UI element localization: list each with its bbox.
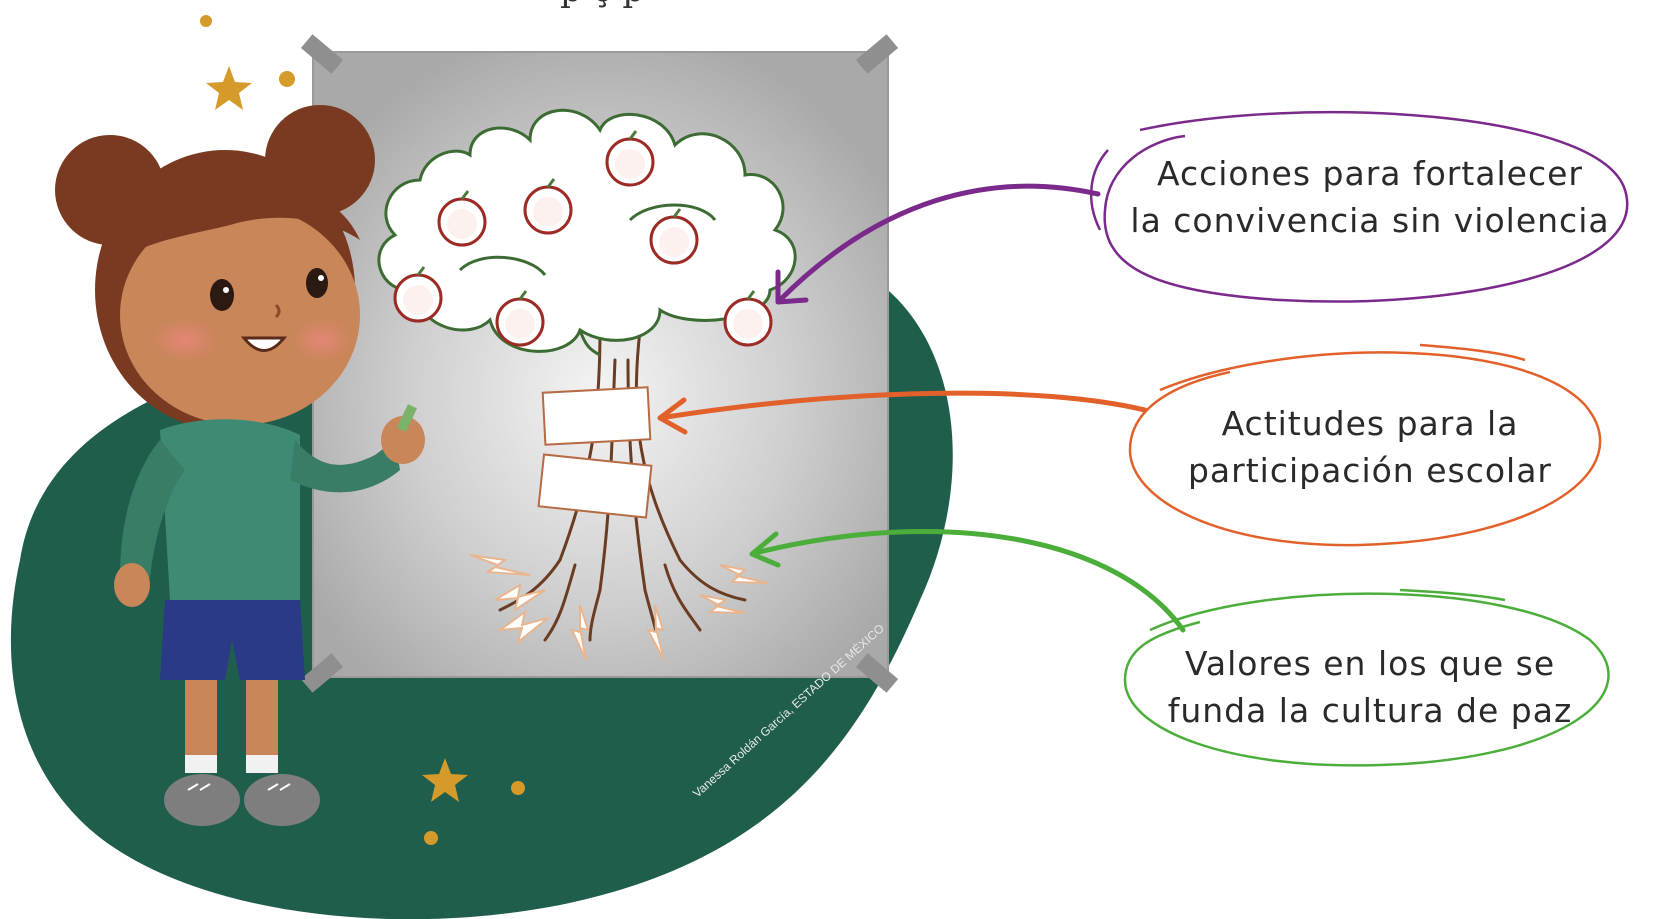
arrow-top <box>775 183 1101 305</box>
star-icon <box>206 66 252 110</box>
dot-decoration <box>200 15 212 27</box>
dot-decoration <box>279 71 295 87</box>
label-top: Acciones para fortalecer la convivencia … <box>1130 150 1610 244</box>
apple-icon <box>437 190 487 247</box>
girl-character <box>55 105 425 826</box>
apple-icon <box>523 178 573 235</box>
bubble-top-outline <box>1089 110 1629 303</box>
dot-decoration <box>424 831 438 845</box>
tape <box>855 34 899 74</box>
label-top-line2: la convivencia sin violencia <box>1130 201 1610 240</box>
apple-icon <box>605 130 655 187</box>
bubble-middle-outline <box>1128 343 1602 547</box>
label-middle-line2: participación escolar <box>1187 451 1553 490</box>
label-middle-line1: Actitudes para la <box>1221 404 1519 443</box>
tape <box>300 34 344 74</box>
bubble-bottom-outline <box>1123 588 1610 767</box>
trunk-sign <box>537 453 653 519</box>
apple-icons <box>393 130 773 347</box>
arrow-bottom <box>749 528 1186 633</box>
apple-icon <box>495 290 545 347</box>
chalk <box>396 404 418 432</box>
label-bottom-line1: Valores en los que se <box>1184 644 1556 683</box>
label-top-line1: Acciones para fortalecer <box>1156 154 1583 193</box>
root-lights <box>469 554 769 661</box>
apple-icon <box>649 208 699 265</box>
trunk-sign <box>541 386 652 446</box>
label-middle: Actitudes para la participación escolar <box>1150 400 1590 494</box>
apple-icon <box>723 290 773 347</box>
label-bottom: Valores en los que se funda la cultura d… <box>1150 640 1590 734</box>
apple-icon <box>393 266 443 323</box>
arrow-middle <box>657 390 1148 435</box>
tape <box>855 653 899 693</box>
label-bottom-line2: funda la cultura de paz <box>1167 691 1573 730</box>
cut-off-header-text: p ç p <box>560 0 1660 10</box>
star-icon <box>422 758 468 802</box>
dot-decoration <box>511 781 525 795</box>
tape <box>300 653 344 693</box>
